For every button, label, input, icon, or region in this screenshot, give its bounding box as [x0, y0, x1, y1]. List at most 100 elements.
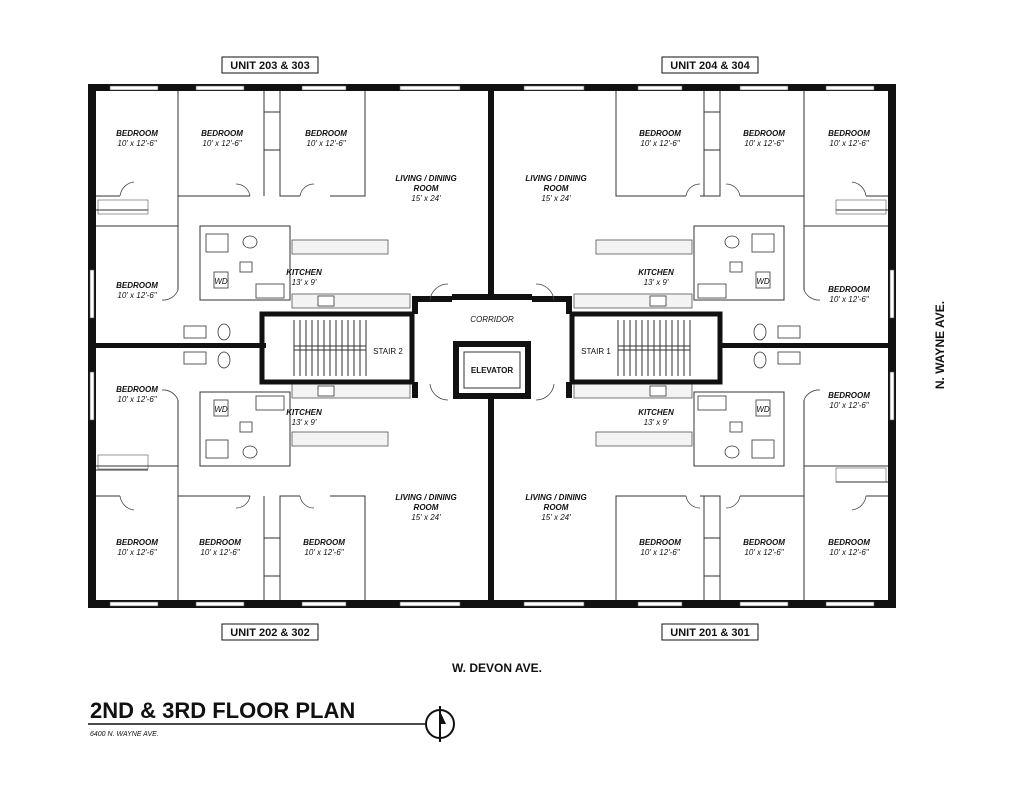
bedroom-tl-2: BEDROOM 10' x 12'-6" — [201, 129, 243, 148]
unit-label-top-right: UNIT 204 & 304 — [661, 56, 759, 74]
living-br: LIVING / DINING ROOM 15' x 24' — [525, 493, 586, 522]
kitchen-br: KITCHEN 13' x 9' — [638, 408, 674, 427]
bedroom-label: BEDROOM — [116, 385, 158, 394]
washer-dryer-labels: WD WD WD WD — [214, 277, 770, 414]
drawing-address: 6400 N. WAYNE AVE. — [90, 731, 159, 738]
bedroom-tr-4: BEDROOM 10' x 12'-6" — [828, 285, 870, 304]
bedroom-br-3: BEDROOM 10' x 12'-6" — [743, 538, 785, 557]
wd-label: WD — [214, 277, 228, 286]
living-label-line1: LIVING / DINING — [395, 493, 456, 502]
bedroom-size: 10' x 12'-6" — [640, 548, 680, 557]
bedroom-tl-4: BEDROOM 10' x 12'-6" — [116, 281, 158, 300]
bedroom-label: BEDROOM — [305, 129, 347, 138]
kitchen-tr: KITCHEN 13' x 9' — [638, 268, 674, 287]
closets — [96, 111, 888, 577]
bedroom-label: BEDROOM — [639, 129, 681, 138]
kitchen-tl: KITCHEN 13' x 9' — [286, 268, 322, 287]
stair-2: STAIR 2 — [259, 311, 415, 385]
unit-label-bottom-right-text: UNIT 201 & 301 — [670, 627, 749, 639]
bath-fixtures — [183, 233, 801, 459]
bedroom-bl-2: BEDROOM 10' x 12'-6" — [116, 538, 158, 557]
living-label-line2: ROOM — [414, 503, 439, 512]
bedroom-label: BEDROOM — [116, 129, 158, 138]
kitchen-size: 13' x 9' — [644, 278, 669, 287]
bedroom-label: BEDROOM — [201, 129, 243, 138]
kitchen-size: 13' x 9' — [292, 418, 317, 427]
living-bl: LIVING / DINING ROOM 15' x 24' — [395, 493, 456, 522]
north-arrow-icon — [425, 706, 455, 742]
bedroom-label: BEDROOM — [743, 538, 785, 547]
doors — [119, 181, 867, 511]
bedroom-size: 10' x 12'-6" — [829, 548, 869, 557]
living-size: 15' x 24' — [411, 513, 441, 522]
corridor: CORRIDOR — [412, 294, 572, 398]
elevator-label: ELEVATOR — [471, 366, 513, 375]
bedroom-br-4: BEDROOM 10' x 12'-6" — [828, 538, 870, 557]
stair-2-treads — [293, 320, 367, 376]
kitchen-label: KITCHEN — [286, 268, 322, 277]
bedroom-size: 10' x 12'-6" — [744, 139, 784, 148]
kitchen-size: 13' x 9' — [292, 278, 317, 287]
bedroom-tr-2: BEDROOM 10' x 12'-6" — [743, 129, 785, 148]
unit-label-top-left-text: UNIT 203 & 303 — [230, 60, 309, 72]
kitchen-bl: KITCHEN 13' x 9' — [286, 408, 322, 427]
living-label-line2: ROOM — [544, 184, 569, 193]
bedroom-size: 10' x 12'-6" — [117, 291, 157, 300]
bedroom-size: 10' x 12'-6" — [640, 139, 680, 148]
living-size: 15' x 24' — [541, 194, 571, 203]
stair-1-label: STAIR 1 — [581, 347, 611, 356]
bedroom-label: BEDROOM — [743, 129, 785, 138]
bedroom-bl-4: BEDROOM 10' x 12'-6" — [303, 538, 345, 557]
wd-label: WD — [756, 405, 770, 414]
unit-label-top-left: UNIT 203 & 303 — [221, 56, 319, 74]
bedroom-label: BEDROOM — [303, 538, 345, 547]
living-tr: LIVING / DINING ROOM 15' x 24' — [525, 174, 586, 203]
kitchen-size: 13' x 9' — [644, 418, 669, 427]
room-labels: BEDROOM 10' x 12'-6" BEDROOM 10' x 12'-6… — [116, 129, 870, 557]
bedroom-size: 10' x 12'-6" — [744, 548, 784, 557]
living-label-line2: ROOM — [414, 184, 439, 193]
drawing-title: 2ND & 3RD FLOOR PLAN — [90, 698, 355, 723]
bedroom-label: BEDROOM — [116, 281, 158, 290]
bedroom-label: BEDROOM — [639, 538, 681, 547]
wd-label: WD — [756, 277, 770, 286]
bedroom-size: 10' x 12'-6" — [117, 139, 157, 148]
bedroom-label: BEDROOM — [828, 285, 870, 294]
interior-walls — [88, 84, 896, 608]
bedroom-bl-3: BEDROOM 10' x 12'-6" — [199, 538, 241, 557]
unit-label-top-right-text: UNIT 204 & 304 — [670, 60, 750, 72]
street-label-east: N. WAYNE AVE. — [933, 301, 947, 389]
bedroom-size: 10' x 12'-6" — [304, 548, 344, 557]
windows — [89, 85, 895, 607]
bedroom-br-2: BEDROOM 10' x 12'-6" — [639, 538, 681, 557]
living-label-line1: LIVING / DINING — [395, 174, 456, 183]
living-tl: LIVING / DINING ROOM 15' x 24' — [395, 174, 456, 203]
bedroom-size: 10' x 12'-6" — [117, 548, 157, 557]
living-label-line1: LIVING / DINING — [525, 493, 586, 502]
kitchen-label: KITCHEN — [638, 408, 674, 417]
bedroom-size: 10' x 12'-6" — [829, 401, 869, 410]
bedroom-tr-3: BEDROOM 10' x 12'-6" — [828, 129, 870, 148]
bedroom-tl-3: BEDROOM 10' x 12'-6" — [305, 129, 347, 148]
title-block: 2ND & 3RD FLOOR PLAN 6400 N. WAYNE AVE. — [88, 698, 455, 742]
bedroom-label: BEDROOM — [828, 538, 870, 547]
corridor-label: CORRIDOR — [470, 315, 514, 324]
bedroom-br-1: BEDROOM 10' x 12'-6" — [828, 391, 870, 410]
living-size: 15' x 24' — [541, 513, 571, 522]
bedroom-label: BEDROOM — [828, 129, 870, 138]
kitchen-label: KITCHEN — [286, 408, 322, 417]
bedroom-size: 10' x 12'-6" — [829, 139, 869, 148]
elevator: ELEVATOR — [453, 341, 531, 399]
street-label-south: W. DEVON AVE. — [452, 661, 542, 675]
wd-label: WD — [214, 405, 228, 414]
unit-label-bottom-left-text: UNIT 202 & 302 — [230, 627, 309, 639]
bedroom-size: 10' x 12'-6" — [306, 139, 346, 148]
bedroom-size: 10' x 12'-6" — [202, 139, 242, 148]
unit-label-bottom-right: UNIT 201 & 301 — [661, 623, 759, 641]
living-size: 15' x 24' — [411, 194, 441, 203]
bedroom-label: BEDROOM — [199, 538, 241, 547]
bedroom-label: BEDROOM — [116, 538, 158, 547]
bedroom-size: 10' x 12'-6" — [829, 295, 869, 304]
bedroom-label: BEDROOM — [828, 391, 870, 400]
